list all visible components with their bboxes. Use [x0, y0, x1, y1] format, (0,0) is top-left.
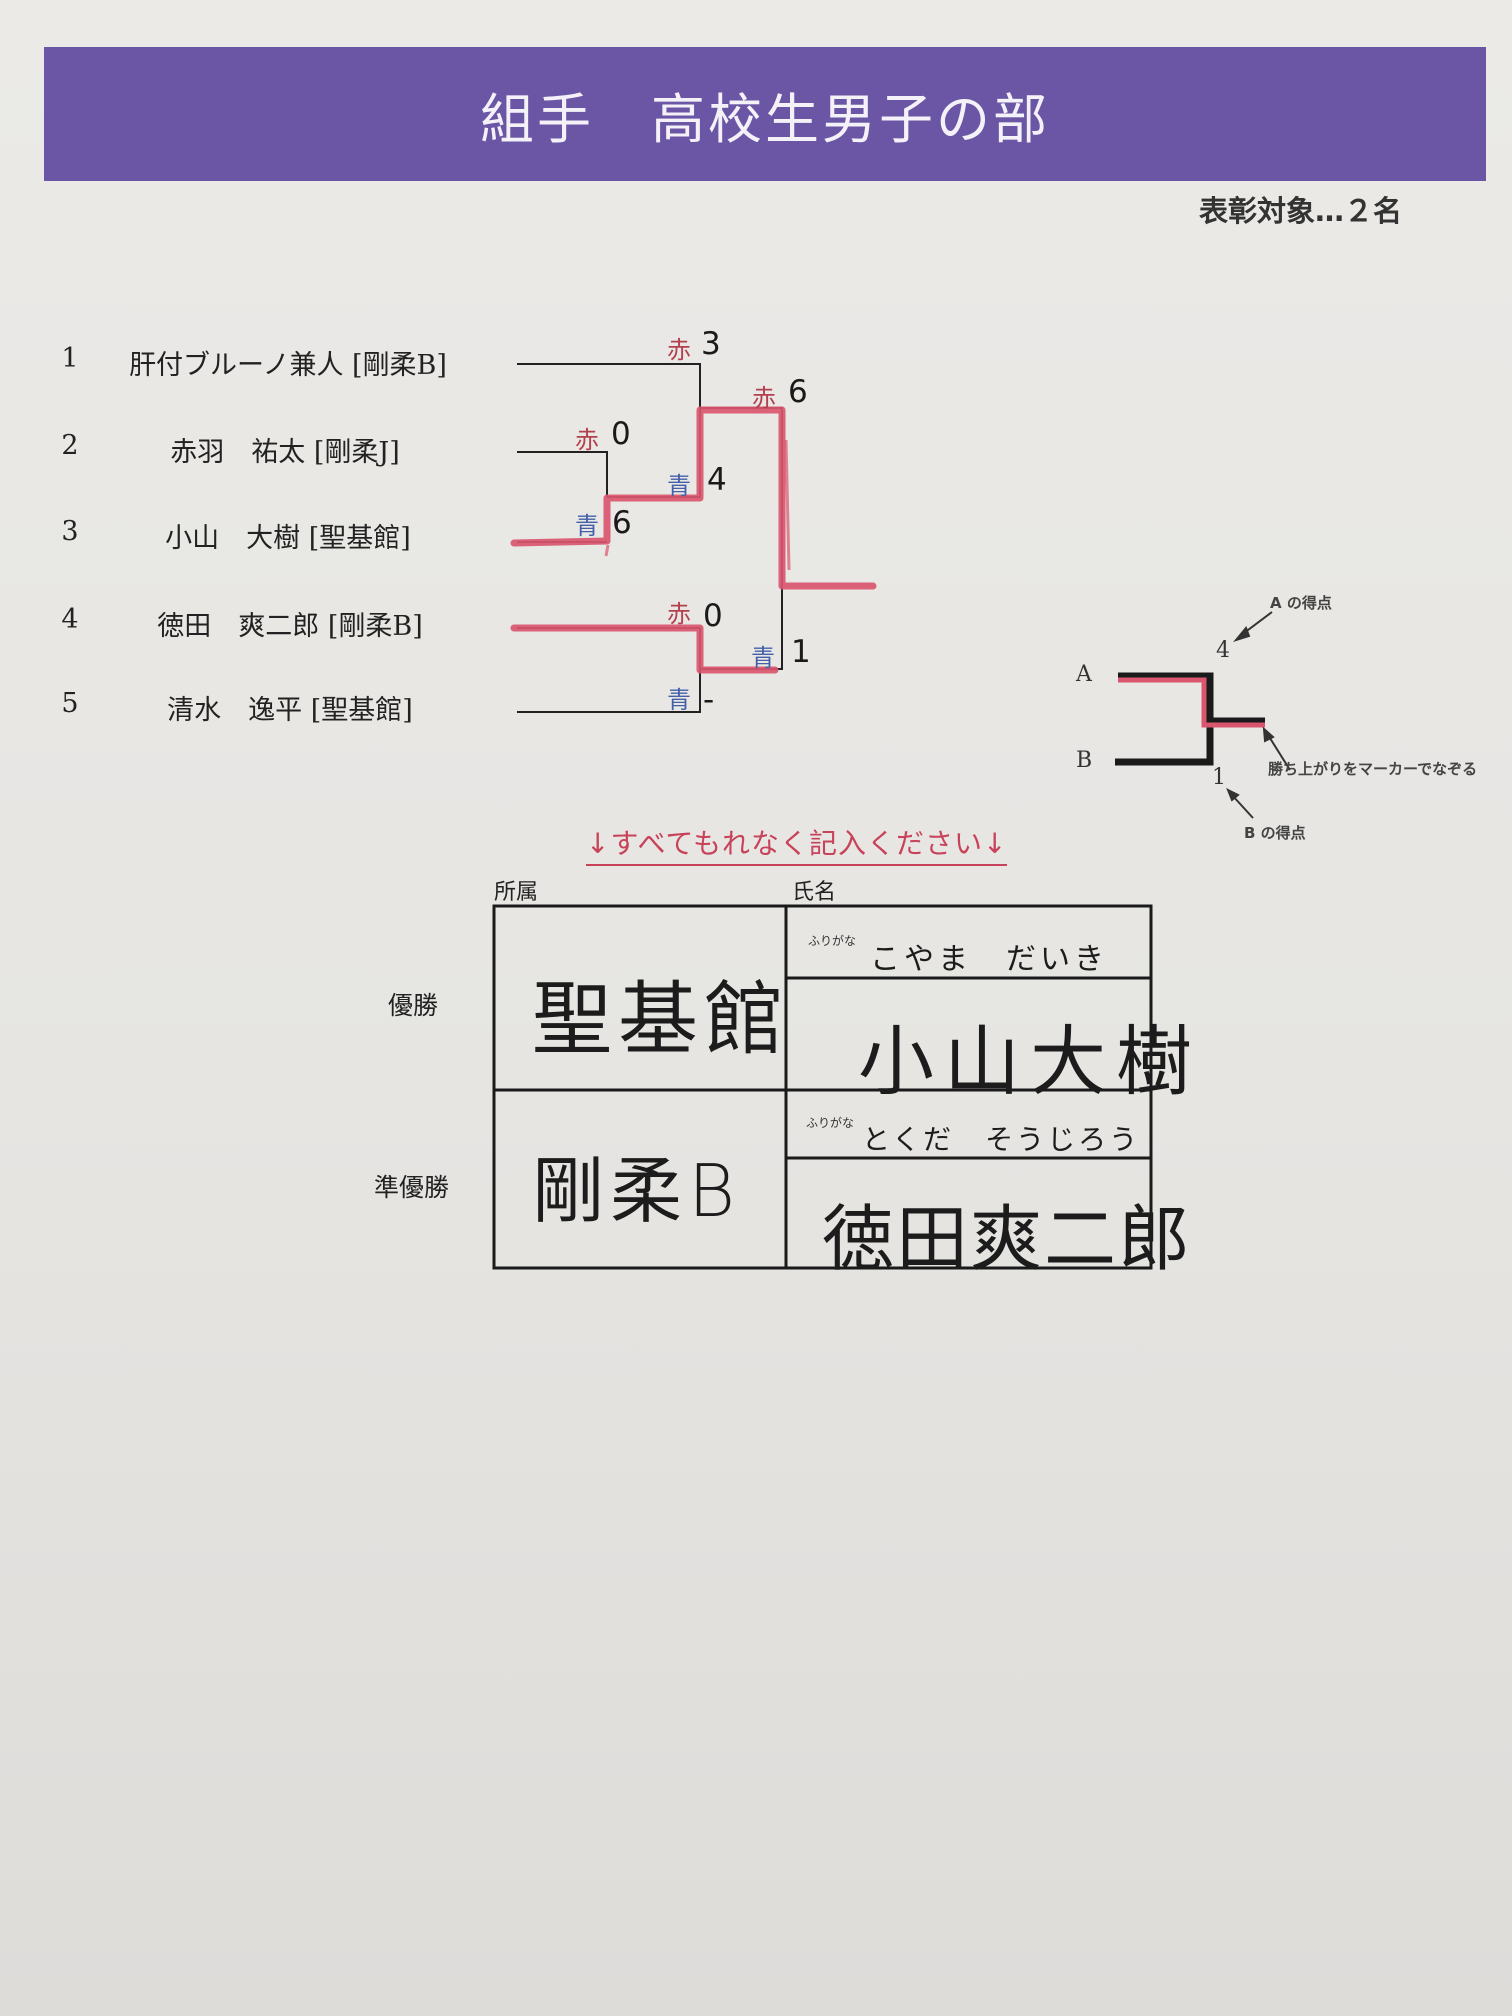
- marker-sketch-strokes: [604, 439, 791, 571]
- entrant-name: 清水 逸平 [聖基館]: [167, 695, 413, 726]
- title-banner: 組手 高校生男子の部: [44, 47, 1486, 181]
- legend-line-b: [1115, 721, 1214, 766]
- legend-note-b: B の得点: [1244, 824, 1306, 842]
- score-red-final: 6: [788, 374, 808, 410]
- runner-up-furigana: とくだ そうじろう: [862, 1123, 1141, 1156]
- red-label: 赤: [667, 336, 691, 364]
- runner-up-name: 徳田爽二郎: [822, 1197, 1193, 1281]
- bracket-line-entrant-1: [517, 363, 701, 408]
- bracket-line-entrant-2: [517, 451, 608, 497]
- entrant-name: 小山 大樹 [聖基館]: [165, 523, 411, 554]
- entrant-name: 徳田 爽二郎 [剛柔B]: [157, 611, 423, 642]
- furigana-mark: ふりがな: [808, 934, 857, 948]
- award-note: 表彰対象…２名: [1198, 194, 1402, 228]
- page-title: 組手 高校生男子の部: [480, 87, 1050, 151]
- runner-up-affiliation: 剛柔B: [532, 1149, 742, 1233]
- legend-label-a: A: [1076, 662, 1092, 687]
- legend-label-b: B: [1076, 748, 1093, 773]
- entrant-seed: 1: [61, 343, 79, 374]
- name-column-header: 氏名: [792, 880, 837, 905]
- winner-affiliation: 聖基館: [532, 973, 790, 1066]
- results-table-border: [492, 904, 1153, 1270]
- legend-note-marker: 勝ち上がりをマーカーでなぞる: [1268, 760, 1478, 778]
- score-blue-match-4v5: -: [703, 682, 715, 718]
- legend-line-a: [1118, 672, 1265, 725]
- score-blue-match-2v3: 6: [612, 505, 632, 541]
- red-label: 赤: [667, 600, 691, 628]
- score-red-match-4v5: 0: [703, 598, 723, 634]
- blue-label: 青: [667, 472, 691, 500]
- blue-label: 青: [667, 686, 691, 714]
- runner-up-label: 準優勝: [374, 1173, 450, 1202]
- blue-label: 青: [751, 644, 775, 672]
- entrant-seed: 2: [61, 430, 79, 461]
- red-label: 赤: [575, 426, 599, 454]
- furigana-mark: ふりがな: [806, 1116, 855, 1130]
- entrant-seed: 3: [61, 516, 79, 547]
- score-red-match-2v3: 0: [611, 416, 631, 452]
- marker-entrant-4: [510, 624, 779, 674]
- affiliation-column-header: 所属: [494, 880, 539, 905]
- score-blue-match-1: 4: [707, 462, 727, 498]
- legend-marker: [1118, 677, 1265, 728]
- score-blue-final: 1: [791, 634, 811, 670]
- score-red-match-1: 3: [701, 326, 721, 362]
- winner-furigana: こやま だいき: [870, 942, 1108, 977]
- blue-label: 青: [575, 512, 599, 540]
- entrant-name: 赤羽 祐太 [剛柔J]: [170, 437, 400, 468]
- legend-score-b: 1: [1212, 765, 1226, 790]
- instruction-text: ↓すべてもれなく記入ください↓: [586, 822, 1008, 866]
- marker-entrant-3: [510, 406, 877, 590]
- winner-name: 小山大樹: [858, 1017, 1202, 1106]
- entrant-seed: 5: [61, 688, 79, 719]
- winner-label: 優勝: [388, 991, 439, 1020]
- entrant-name: 肝付ブルーノ兼人 [剛柔B]: [129, 350, 447, 381]
- entrant-seed: 4: [61, 604, 79, 635]
- red-label: 赤: [752, 384, 776, 412]
- winner-marker-path: [510, 406, 877, 674]
- legend-score-a: 4: [1216, 638, 1230, 663]
- legend-note-a: A の得点: [1270, 594, 1332, 612]
